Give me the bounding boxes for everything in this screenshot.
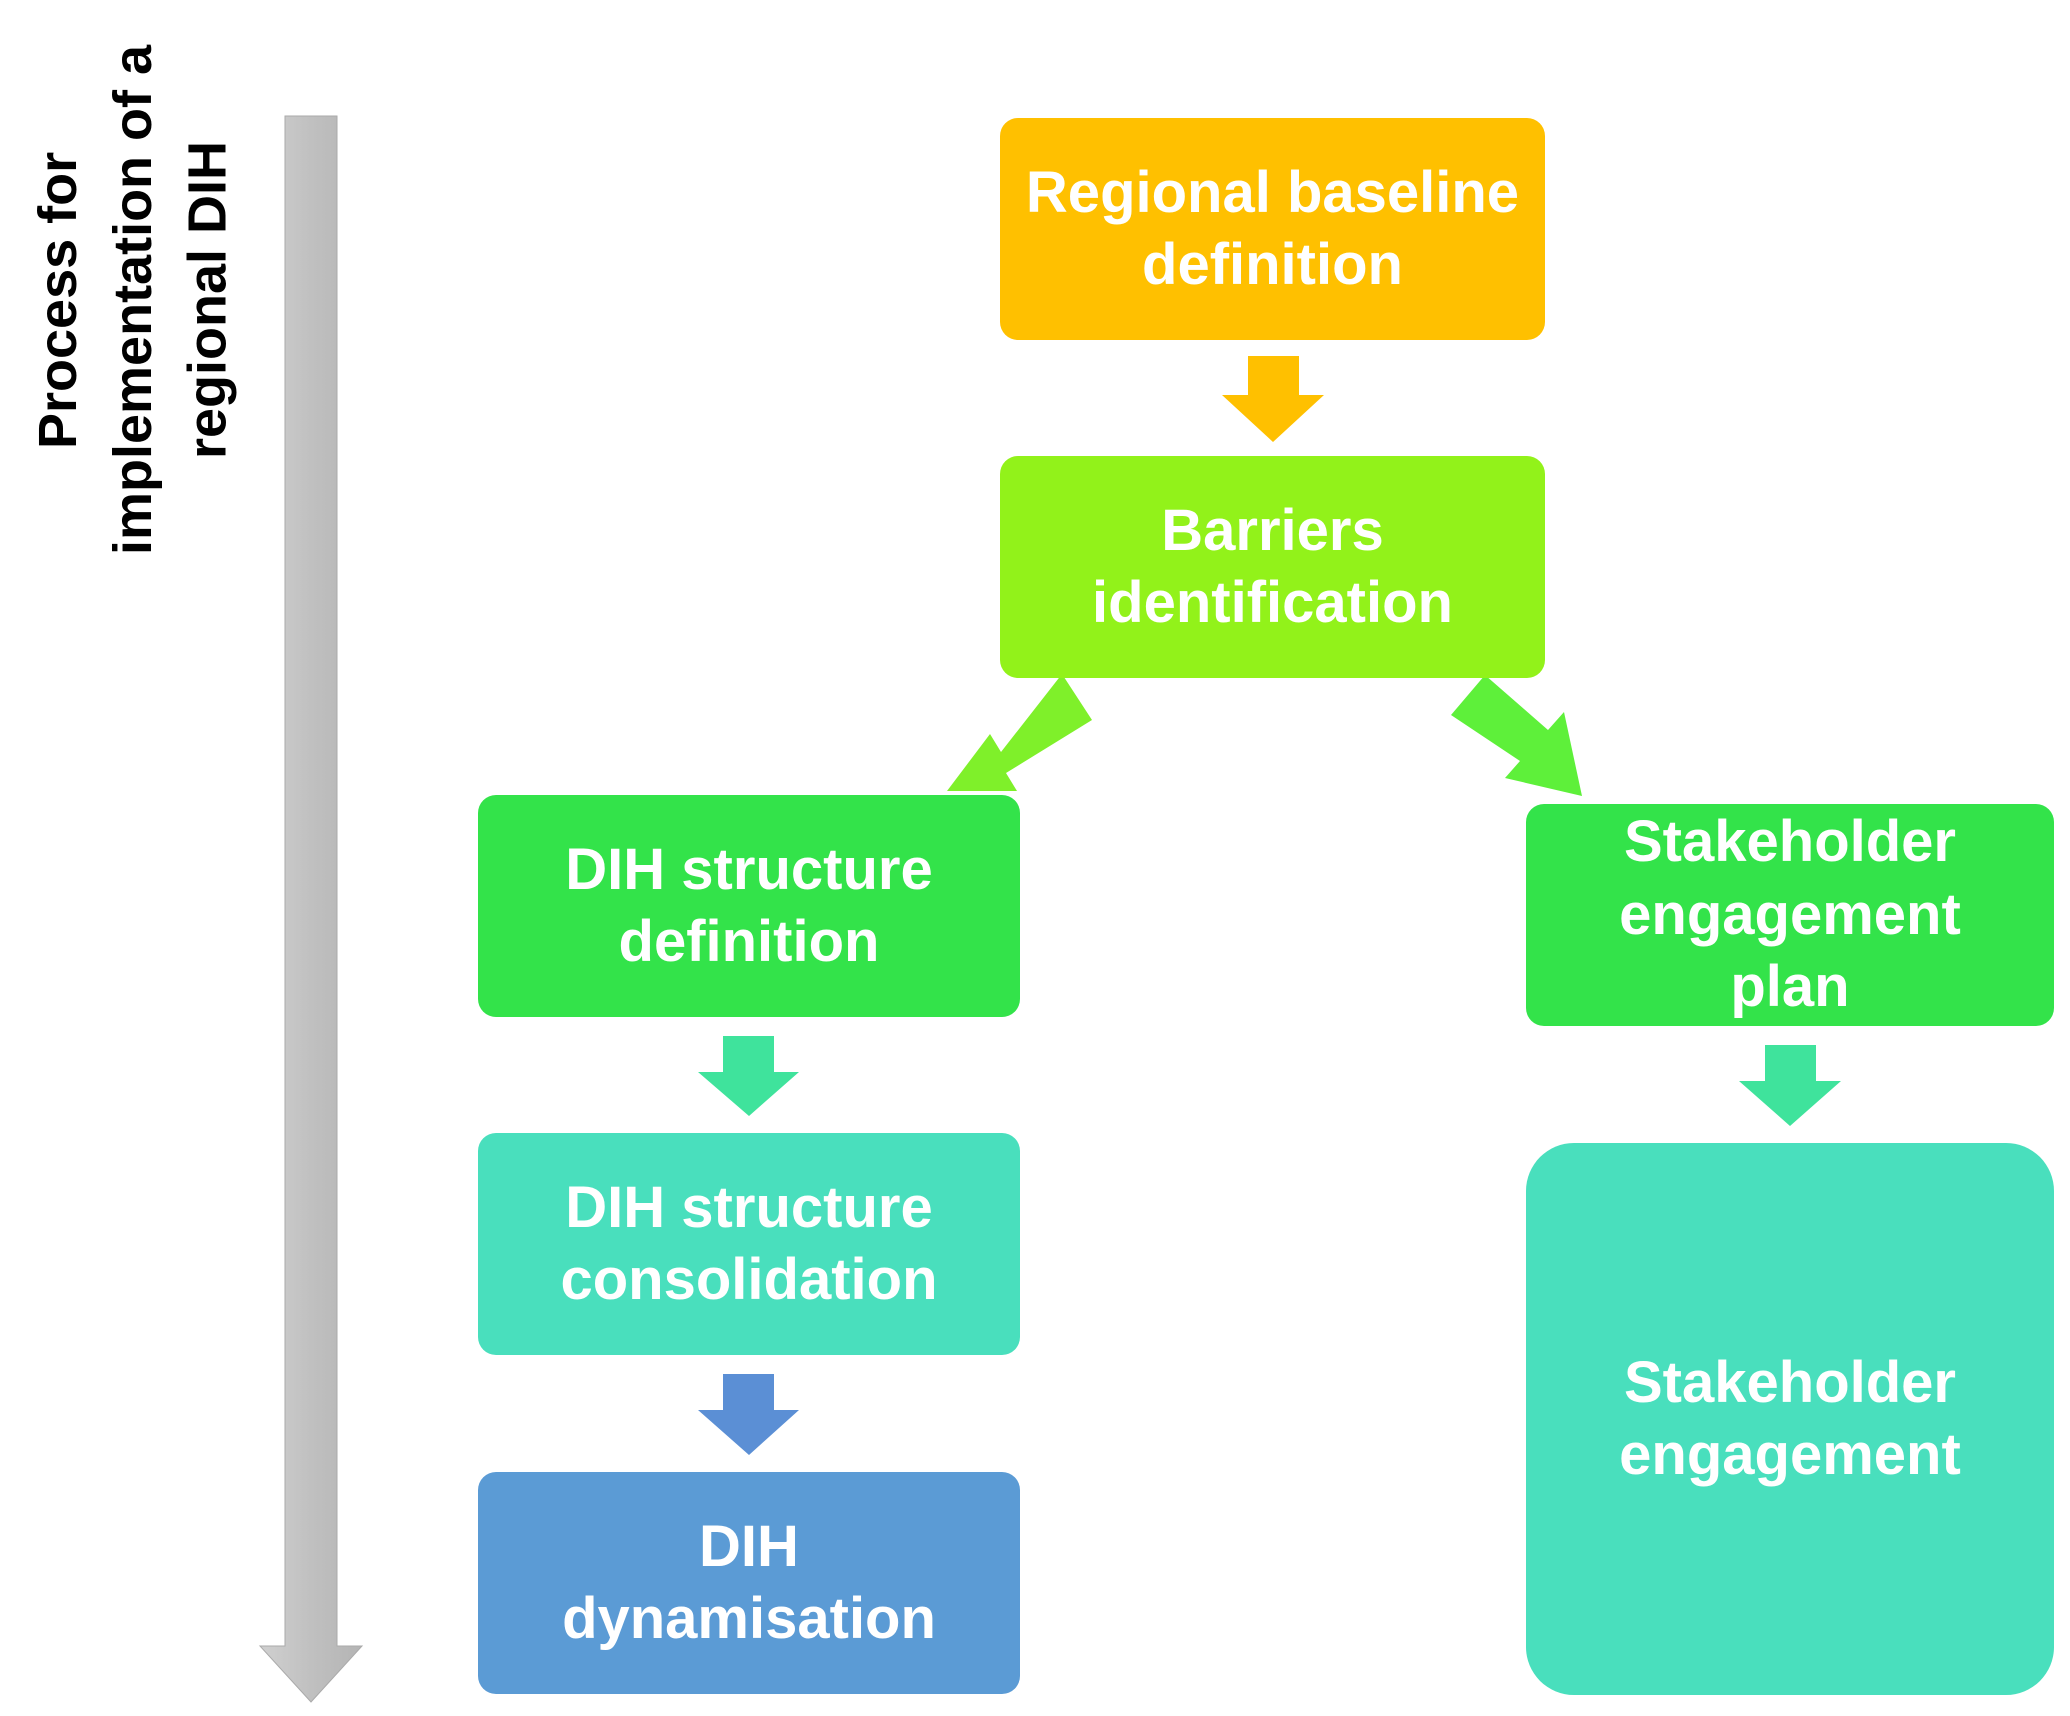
- step-dih-structure-consolidation: DIH structure consolidation: [478, 1133, 1020, 1355]
- timeline-arrow: [258, 115, 364, 1703]
- step-stakeholder-engagement-plan: Stakeholder engagement plan: [1526, 804, 2054, 1026]
- step-label: DIH structure consolidation: [560, 1174, 938, 1313]
- arrow-barriers-to-structure: [947, 674, 1092, 791]
- step-label: DIH dynamisation: [562, 1513, 936, 1652]
- arrow-definition-to-consolidation: [698, 1036, 799, 1116]
- step-label: Stakeholder engagement: [1619, 1349, 1961, 1488]
- step-label: Regional baseline definition: [1025, 159, 1520, 298]
- step-dih-structure-definition: DIH structure definition: [478, 795, 1020, 1017]
- arrow-plan-to-engagement: [1739, 1045, 1841, 1126]
- step-dih-dynamisation: DIH dynamisation: [478, 1472, 1020, 1694]
- step-label: Stakeholder engagement plan: [1619, 809, 1961, 1020]
- process-axis-label: Process for implementation of a regional…: [28, 44, 238, 556]
- step-regional-baseline: Regional baseline definition: [1000, 118, 1545, 340]
- arrow-barriers-to-plan: [1451, 675, 1582, 796]
- arrow-baseline-to-barriers: [1222, 356, 1324, 442]
- step-stakeholder-engagement: Stakeholder engagement: [1526, 1143, 2054, 1695]
- step-barriers-identification: Barriers identification: [1000, 456, 1545, 678]
- arrow-consolidation-to-dynamisation: [698, 1374, 799, 1455]
- step-label: DIH structure definition: [565, 836, 933, 975]
- step-label: Barriers identification: [1092, 497, 1453, 636]
